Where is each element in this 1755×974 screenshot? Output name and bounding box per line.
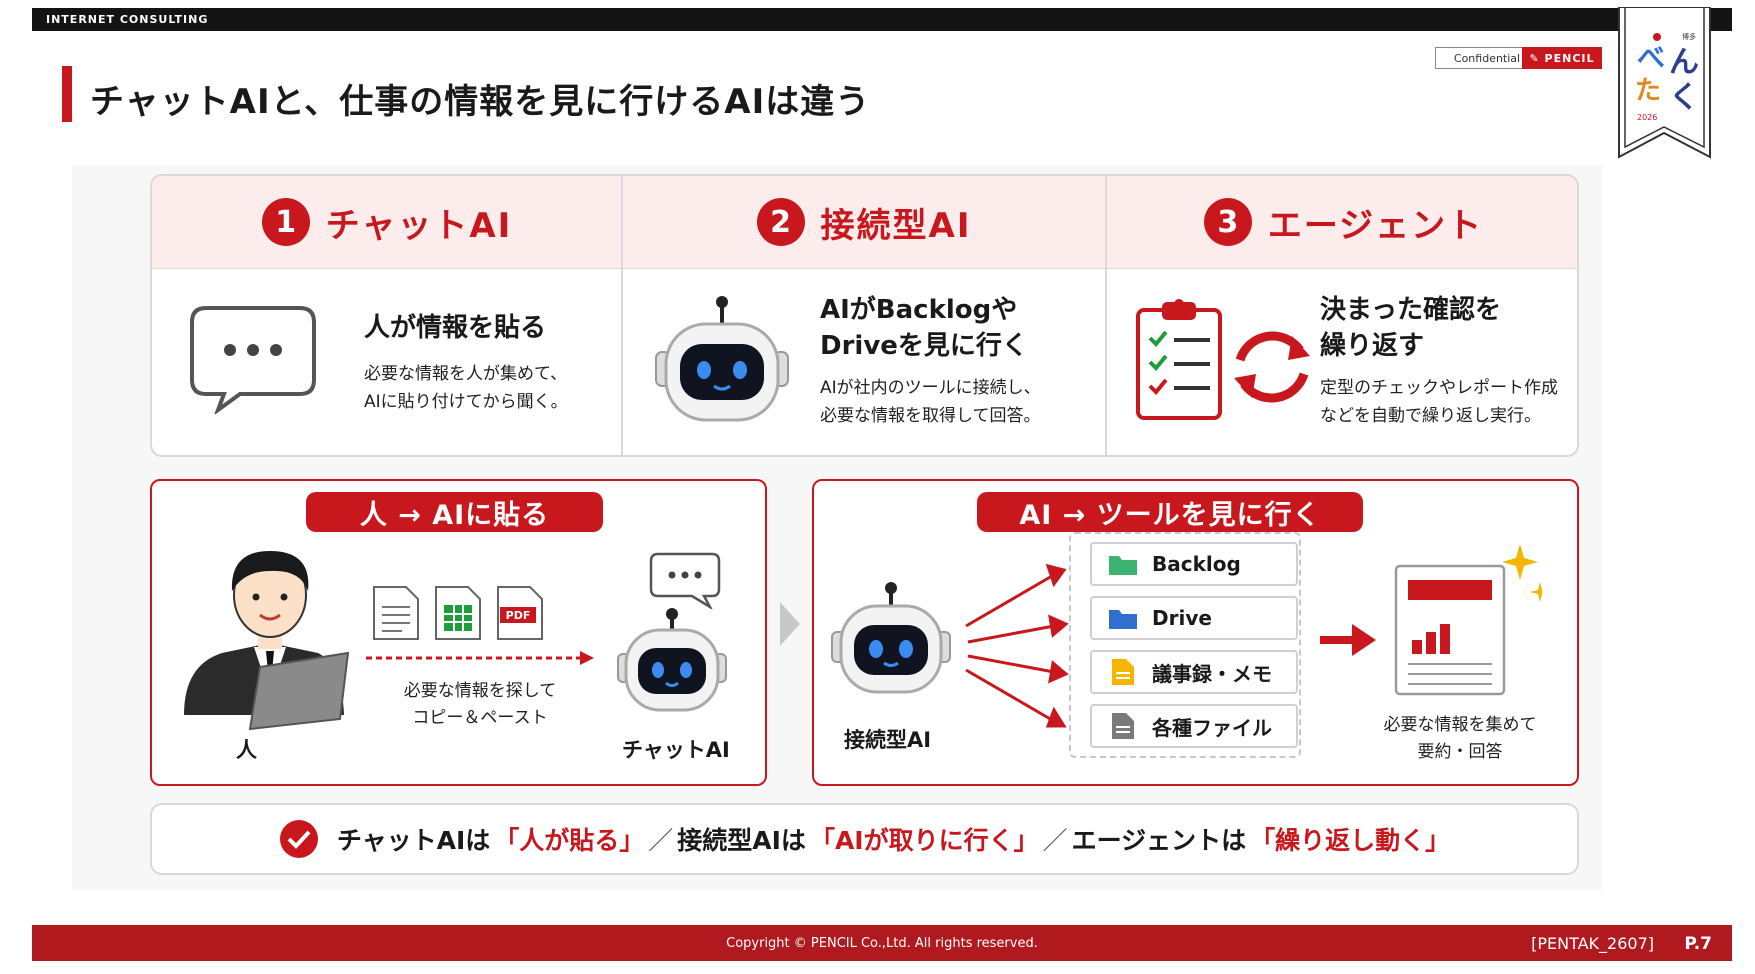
folder-icon	[1109, 610, 1137, 629]
pencil-logo-text: PENCIL	[1544, 51, 1595, 65]
column-title-chat-ai: 人が情報を貼る	[364, 313, 547, 343]
pencil-logo: ✎ PENCIL	[1522, 47, 1602, 69]
company-label: INTERNET CONSULTING	[46, 13, 209, 26]
right-panel-pill: AI → ツールを見に行く	[977, 492, 1363, 532]
tool-label-backlog: Backlog	[1152, 552, 1241, 576]
caption-line: コピー＆ペースト	[412, 708, 548, 728]
right-panel-caption: 必要な情報を集めて 要約・回答	[1360, 712, 1560, 766]
left-panel-pill: 人 → AIに貼る	[306, 492, 603, 532]
top-bar: INTERNET CONSULTING	[32, 8, 1732, 31]
arrow-right-icon	[1320, 624, 1376, 656]
title-line: AIがBacklogや	[820, 295, 1018, 325]
robot-icon	[831, 582, 951, 694]
title-line: 決まった確認を	[1320, 295, 1501, 325]
desc-line: 必要な情報を人が集めて、	[364, 364, 568, 384]
column-desc-agent: 定型のチェックやレポート作成 などを自動で繰り返し実行。	[1320, 374, 1558, 430]
summary-part3: エージェントは	[1071, 826, 1247, 855]
column-header-connected-ai: 2 接続型AI	[622, 176, 1106, 269]
summary-text: チャットAIは 「人が貼る」 ／ 接続型AIは 「AIが取りに行く」 ／ エージ…	[337, 821, 1450, 857]
robot-icon	[655, 296, 789, 422]
document-icon	[1112, 713, 1134, 739]
caption-line: 必要な情報を探して	[403, 681, 557, 701]
speech-bubble-icon	[649, 552, 721, 609]
checklist-cycle-icon	[1136, 299, 1310, 420]
report-icon	[1394, 544, 1542, 696]
column-desc-chat-ai: 必要な情報を人が集めて、 AIに貼り付けてから聞く。	[364, 360, 568, 416]
number-badge-2: 2	[756, 198, 805, 246]
column-desc-connected-ai: AIが社内のツールに接続し、 必要な情報を取得して回答。	[820, 374, 1041, 430]
spreadsheet-icon	[435, 586, 481, 640]
page-title: チャットAIと、仕事の情報を見に行けるAIは違う	[90, 82, 871, 122]
footer-bar: Copyright © PENCIL Co.,Ltd. All rights r…	[32, 925, 1732, 961]
person-with-laptop-icon	[184, 551, 350, 730]
pdf-badge: PDF	[500, 607, 536, 623]
desc-line: AIに貼り付けてから聞く。	[364, 392, 568, 412]
robot-icon	[617, 608, 727, 712]
document-icon	[1112, 659, 1134, 685]
number-badge-1: 1	[261, 198, 310, 246]
connected-ai-robot-label: 接続型AI	[844, 728, 932, 752]
summary-quote3: 「繰り返し動く」	[1250, 826, 1451, 855]
tool-minutes-notes: 議事録・メモ	[1090, 650, 1298, 694]
tool-various-files: 各種ファイル	[1090, 704, 1298, 748]
summary-part2: 接続型AIは	[677, 826, 806, 855]
column-header-agent: 3 エージェント	[1106, 176, 1577, 269]
copyright-text: Copyright © PENCIL Co.,Ltd. All rights r…	[726, 935, 1038, 951]
column-header-chat-ai: 1 チャットAI	[152, 176, 622, 269]
svg-text:く: く	[1669, 80, 1699, 115]
dashed-arrow-icon	[366, 651, 594, 665]
tools-group-box	[1069, 532, 1301, 758]
fan-out-arrows-icon	[965, 563, 1069, 728]
caption-line: 要約・回答	[1417, 742, 1503, 762]
desc-line: 必要な情報を取得して回答。	[820, 406, 1041, 426]
column-label-connected-ai: 接続型AI	[820, 205, 972, 246]
column-title-agent: 決まった確認を 繰り返す	[1320, 292, 1501, 364]
tool-label-drive: Drive	[1152, 606, 1212, 630]
text-document-icon	[373, 586, 419, 640]
tool-label-minutes: 議事録・メモ	[1152, 661, 1272, 686]
page-number: P.7	[1684, 934, 1712, 954]
tool-drive: Drive	[1090, 596, 1298, 640]
column-divider	[621, 176, 623, 455]
seal-small-text: 博多	[1682, 32, 1696, 41]
summary-part1: チャットAIは	[336, 826, 491, 855]
checkmark-icon	[279, 820, 318, 858]
person-label: 人	[236, 738, 257, 762]
confidential-badge: Confidential	[1435, 47, 1539, 69]
comparison-card: 1 チャットAI 2 接続型AI 3 エージェント 人が情報を貼る 必要な情報を…	[150, 174, 1579, 457]
tool-label-files: 各種ファイル	[1152, 715, 1272, 740]
chat-ai-robot-label: チャットAI	[622, 738, 730, 762]
column-divider	[1105, 176, 1107, 455]
title-line: Driveを見に行く	[820, 331, 1028, 361]
summary-slash: ／	[648, 826, 674, 855]
chevron-right-icon	[780, 602, 800, 646]
title-accent-bar	[62, 66, 72, 122]
svg-text:ん: ん	[1669, 45, 1699, 80]
column-label-agent: エージェント	[1267, 205, 1484, 246]
title-line: 繰り返す	[1320, 331, 1425, 361]
caption-line: 必要な情報を集めて	[1383, 715, 1537, 735]
document-code: [PENTAK_2607]	[1531, 934, 1654, 953]
folder-icon	[1109, 556, 1137, 575]
seal-year: 2026	[1637, 113, 1657, 122]
event-seal-logo: べ ん た く 博多 2026	[1617, 6, 1712, 159]
summary-quote2: 「AIが取りに行く」	[809, 826, 1039, 855]
desc-line: AIが社内のツールに接続し、	[820, 378, 1041, 398]
tool-backlog: Backlog	[1090, 542, 1298, 586]
speech-bubble-icon	[190, 306, 316, 414]
pdf-icon: PDF	[496, 585, 544, 641]
number-badge-3: 3	[1203, 198, 1252, 246]
desc-line: などを自動で繰り返し実行。	[1320, 406, 1541, 426]
svg-text:べ: べ	[1637, 41, 1665, 74]
desc-line: 定型のチェックやレポート作成	[1320, 378, 1558, 398]
left-panel-caption: 必要な情報を探して コピー＆ペースト	[360, 678, 600, 732]
summary-slash: ／	[1042, 826, 1068, 855]
summary-quote1: 「人が貼る」	[494, 826, 645, 855]
column-label-chat-ai: チャットAI	[325, 205, 513, 246]
summary-bar: チャットAIは 「人が貼る」 ／ 接続型AIは 「AIが取りに行く」 ／ エージ…	[150, 803, 1579, 875]
svg-text:た: た	[1635, 76, 1661, 106]
column-title-connected-ai: AIがBacklogや Driveを見に行く	[820, 292, 1028, 364]
